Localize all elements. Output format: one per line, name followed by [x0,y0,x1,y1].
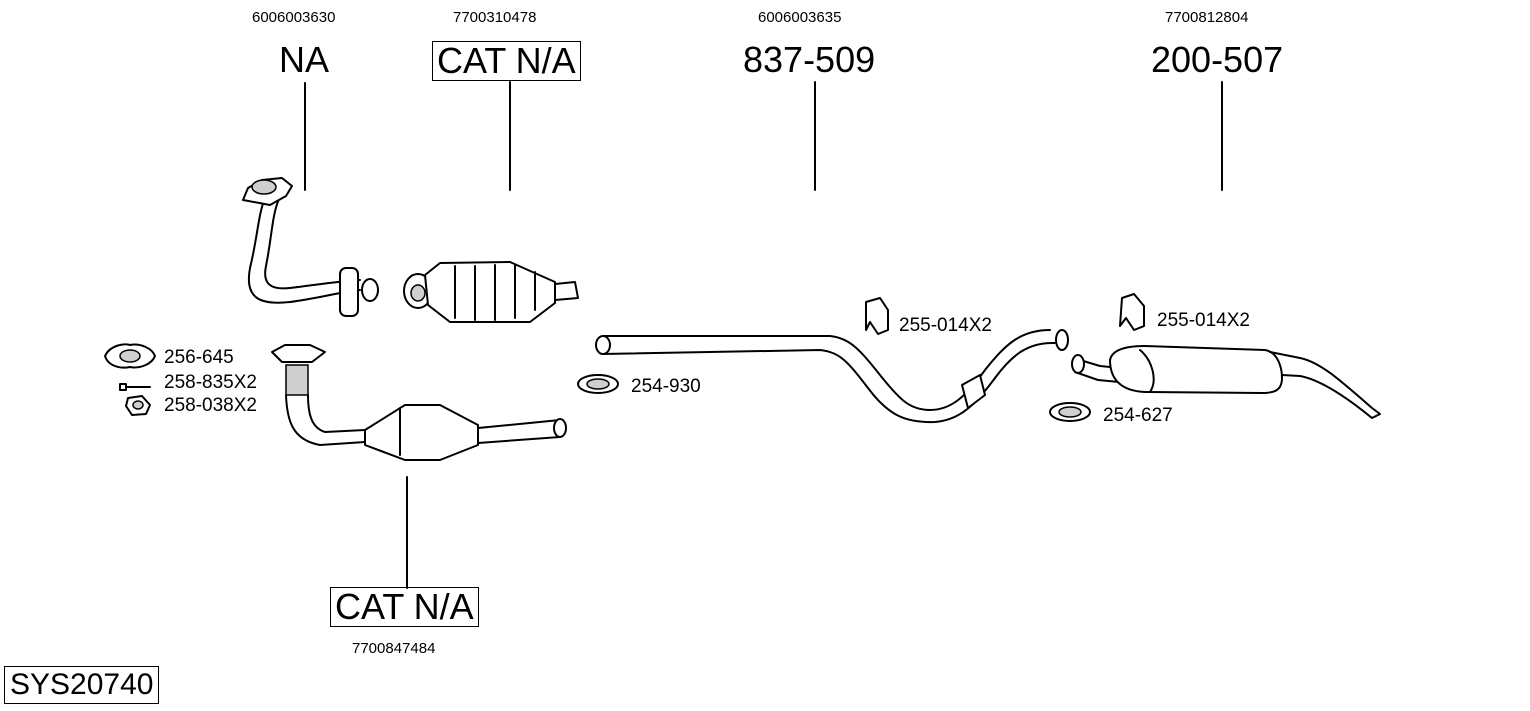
label-front-pipe: NA [279,39,330,80]
label-cat-top: CAT N/A [432,41,581,81]
label-middle-pipe: 837-509 [743,39,876,80]
oe-rear-box: 7700812804 [1165,9,1249,26]
oe-middle-pipe: 6006003635 [758,9,842,26]
front-pipe-drawing [242,177,379,317]
system-id-badge: SYS20740 [4,666,160,704]
clamp-rear-drawing [1049,402,1091,422]
label-rear-box: 200-507 [1151,39,1284,80]
gasket-drawing [104,343,156,369]
label-clamp-front: 254-930 [631,376,701,397]
cat-bottom-drawing [271,344,567,461]
clamp-front-drawing [577,374,619,394]
bolt-drawing [119,383,151,391]
oe-front-pipe: 6006003630 [252,9,336,26]
hanger-mid-drawing [865,297,889,335]
middle-pipe-drawing [595,329,1069,424]
oe-cat-bottom: 7700847484 [352,640,436,657]
label-bolt: 258-835X2 [164,372,257,393]
label-cat-bottom: CAT N/A [330,587,479,627]
label-hanger-mid: 255-014X2 [899,315,992,336]
label-hanger-rear: 255-014X2 [1157,310,1250,331]
label-clamp-rear: 254-627 [1103,405,1173,426]
cat-top-drawing [403,261,579,323]
label-gasket: 256-645 [164,347,234,368]
label-nut: 258-038X2 [164,395,257,416]
hanger-rear-drawing [1119,293,1145,331]
rear-box-drawing [1071,345,1381,419]
nut-drawing [125,395,151,416]
oe-cat-top: 7700310478 [453,9,537,26]
